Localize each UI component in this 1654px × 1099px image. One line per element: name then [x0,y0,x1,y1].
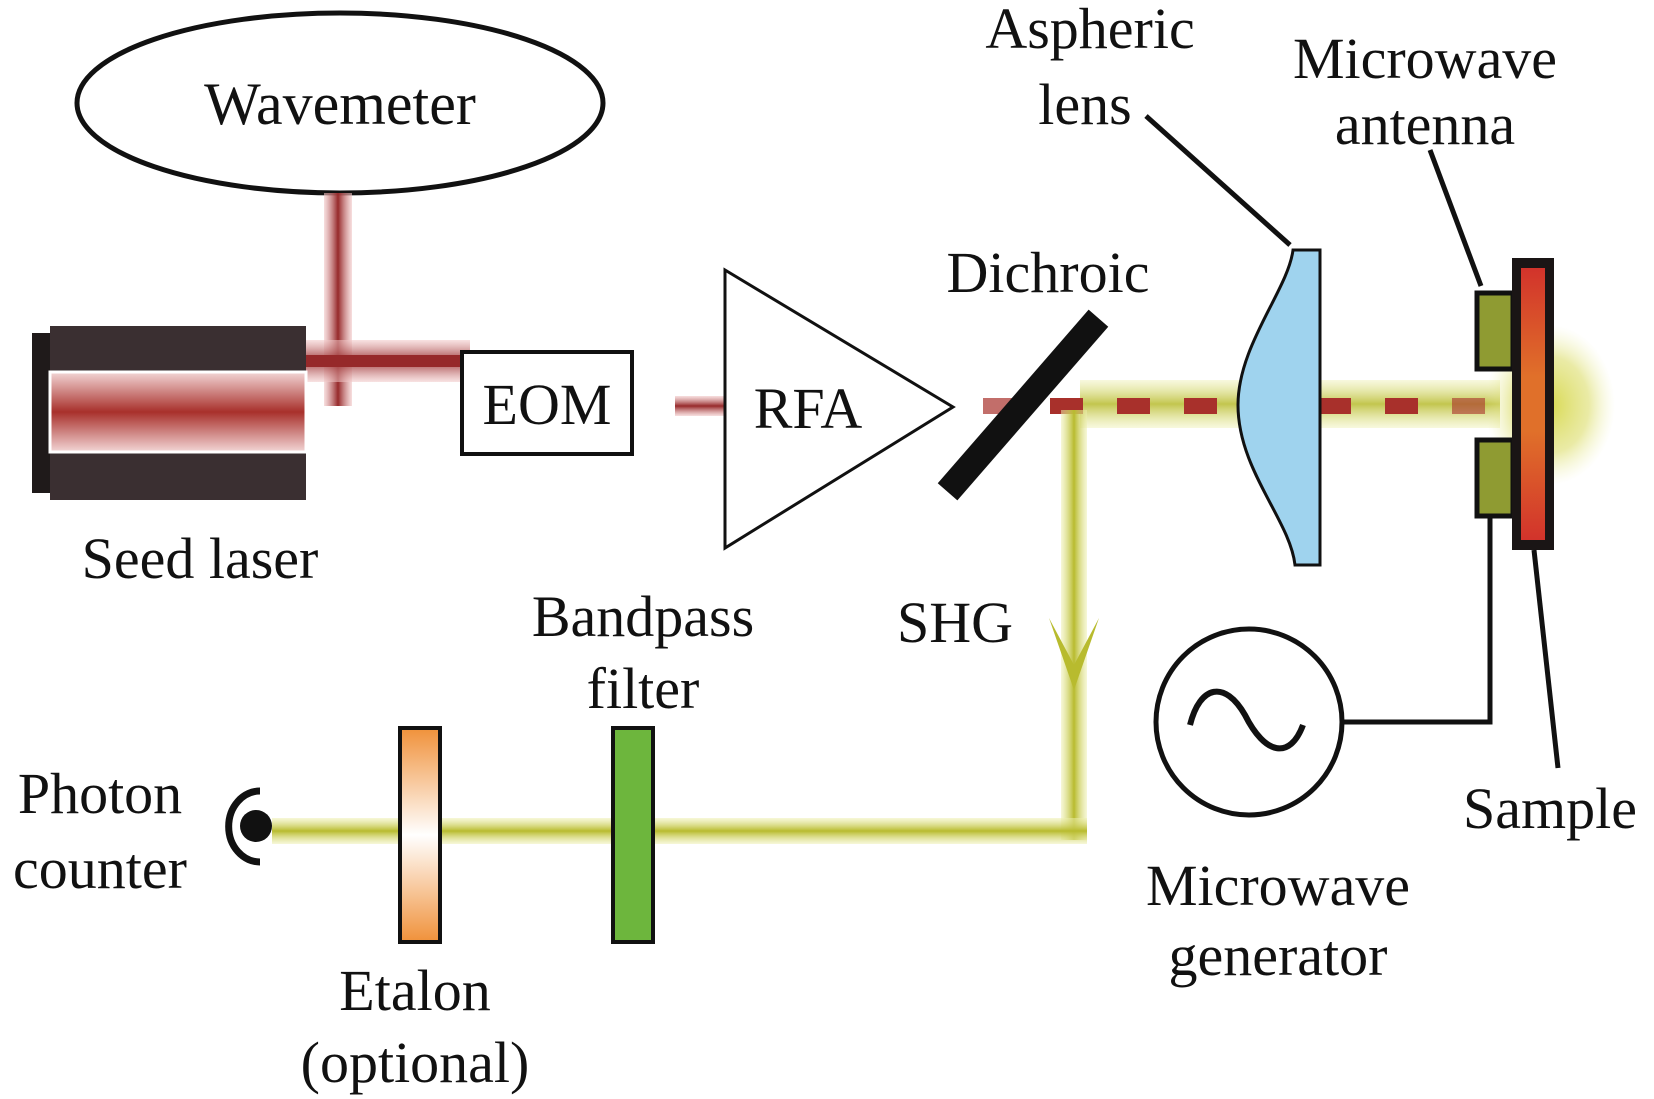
wavemeter: Wavemeter [74,10,606,196]
bandpass-filter-label-1: Bandpass [532,584,754,649]
eom: EOM [460,350,634,456]
dichroic-mirror [937,309,1109,501]
aspheric-lens-label-1: Aspheric [985,0,1194,61]
microwave-antenna-label-1: Microwave [1293,26,1557,91]
bandpass-filter: Bandpass filter [532,584,754,944]
photon-counter-label-2: counter [13,836,187,901]
eom-label: EOM [483,372,612,437]
etalon-label-1: Etalon [339,958,490,1023]
sine-wave-icon [1187,688,1306,752]
seed-laser: Seed laser [32,326,318,591]
aspheric-lens-label-2: lens [1038,72,1131,137]
microwave-generator-label-1: Microwave [1146,853,1410,918]
shg-arrow-icon [1049,618,1099,690]
detector-icon [225,787,261,866]
microwave-generator-label-2: generator [1169,923,1388,988]
shg-beam-vertical [1061,410,1087,840]
shg-beam-return [272,818,1087,844]
photon-counter: Photon counter [13,761,272,901]
aspheric-lens: Aspheric lens [985,0,1322,567]
etalon-label-2: (optional) [301,1030,530,1095]
etalon: Etalon (optional) [301,726,530,1095]
rfa-amplifier: RFA [723,267,956,551]
wavemeter-label: Wavemeter [204,71,476,137]
shg-label: SHG [897,590,1013,655]
microwave-generator: Microwave generator [1146,516,1493,988]
sample: Sample [1463,258,1637,841]
photon-counter-label-1: Photon [18,761,182,826]
seed-laser-label: Seed laser [82,526,319,591]
microwave-antenna: Microwave antenna [1293,26,1557,519]
sample-label: Sample [1463,776,1637,841]
rfa-label: RFA [754,376,863,441]
bandpass-filter-label-2: filter [587,656,700,721]
microwave-antenna-label-2: antenna [1335,92,1515,157]
dichroic-label: Dichroic [947,240,1150,305]
